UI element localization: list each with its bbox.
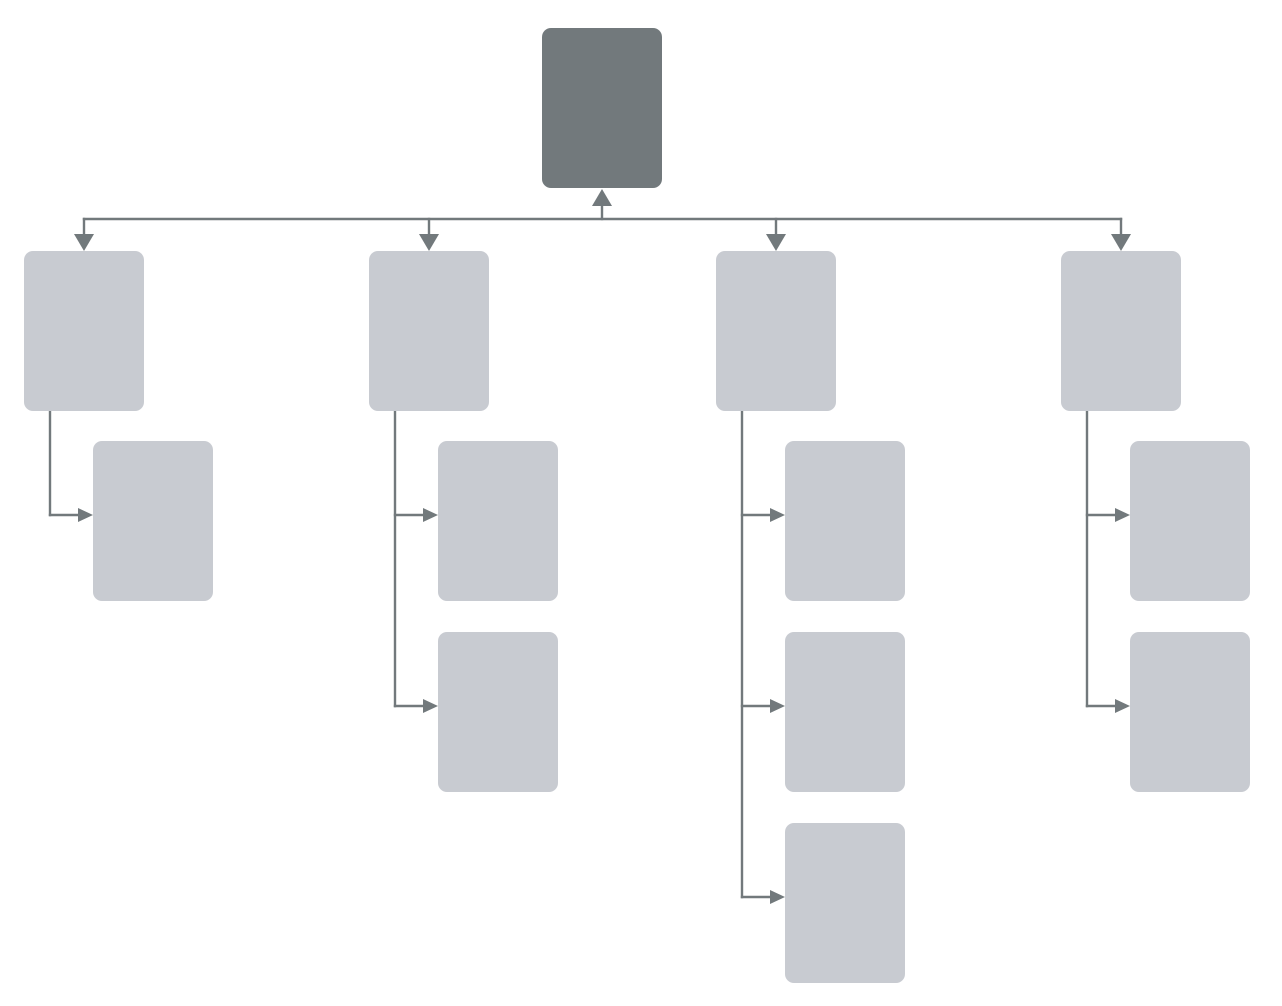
branch-node-3 [716,251,836,411]
child-node-2-2 [438,632,558,792]
child-arrow-3-1 [770,508,785,522]
child-arrow-2-2 [423,699,438,713]
branch-arrow-3 [766,234,786,251]
child-arrow-4-1 [1115,508,1130,522]
child-node-2-1 [438,441,558,601]
child-arrow-2-1 [423,508,438,522]
root-node [542,28,662,188]
branch-arrow-1 [74,234,94,251]
connector-lines [48,200,1123,899]
child-node-4-2 [1130,632,1250,792]
child-node-3-2 [785,632,905,792]
branch-arrow-2 [419,234,439,251]
node-boxes [24,28,1250,983]
child-arrow-3-2 [770,699,785,713]
child-node-3-1 [785,441,905,601]
child-node-1-1 [93,441,213,601]
child-node-3-3 [785,823,905,983]
branch-node-1 [24,251,144,411]
root-arrow-up [592,189,612,206]
child-node-4-1 [1130,441,1250,601]
child-arrow-3-3 [770,890,785,904]
branch-arrow-4 [1111,234,1131,251]
child-arrow-4-2 [1115,699,1130,713]
child-arrow-1-1 [78,508,93,522]
branch-node-2 [369,251,489,411]
branch-node-4 [1061,251,1181,411]
arrowheads [74,189,1131,904]
